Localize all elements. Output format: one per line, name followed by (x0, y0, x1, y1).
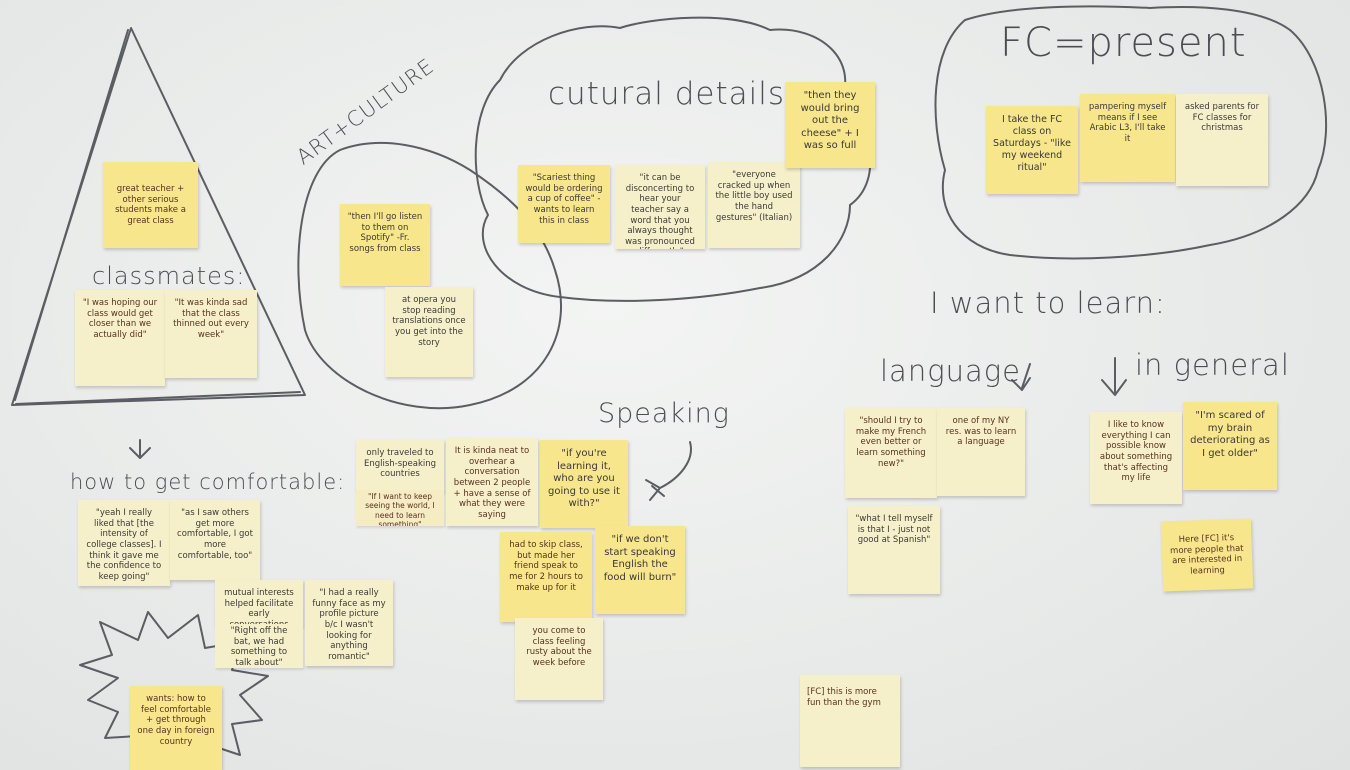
sticky-note: "should I try to make my French even bet… (845, 408, 937, 498)
fc-present-cloud (934, 5, 1328, 260)
sticky-note: you come to class feeling rusty about th… (515, 618, 603, 700)
heading-how-to-get-comfortable: how to get comfortable: (70, 470, 346, 494)
sticky-note: "I was hoping our class would get closer… (75, 290, 165, 386)
sticky-note: "I'm scared of my brain deteriorating as… (1183, 402, 1277, 490)
sticky-note: only traveled to English-speaking countr… (356, 440, 444, 492)
sticky-note: I take the FC class on Saturdays - "like… (986, 106, 1078, 194)
heading-language: language (880, 354, 1022, 388)
heading-cultural-details: cutural details: (548, 76, 797, 112)
classmates-triangle (11, 27, 306, 406)
sticky-note: great teacher + other serious students m… (103, 162, 198, 248)
sticky-note: "if we don't start speaking English the … (595, 526, 685, 614)
heading-i-want-to-learn: I want to learn: (930, 286, 1166, 320)
sticky-note: It is kinda neat to overhear a conversat… (446, 438, 538, 526)
heading-speaking: Speaking (598, 398, 730, 429)
art-culture-loop (297, 141, 563, 410)
sticky-note: "Right off the bat, we had something to … (215, 624, 303, 668)
sticky-note: "if you're learning it, who are you goin… (540, 440, 628, 528)
in-general-arrow (1101, 357, 1127, 396)
speaking-arrow (645, 441, 692, 501)
sticky-note: "If I want to keep seeing the world, I n… (356, 490, 444, 526)
sticky-note: I like to know everything I can possible… (1090, 412, 1182, 504)
sticky-note: one of my NY res. was to learn a languag… (937, 408, 1025, 496)
sticky-note: [FC] this is more fun than the gym (800, 675, 900, 767)
cultural-details-cloud (474, 16, 872, 302)
heading-in-general: in general (1135, 348, 1290, 382)
language-arrow (1011, 363, 1031, 391)
heading-fc-present: FC=present (1000, 20, 1247, 66)
sticky-note: asked parents for FC classes for christm… (1176, 94, 1268, 186)
sticky-note: "then they would bring out the cheese" +… (785, 82, 875, 168)
sticky-note: "yeah I really liked that [the intensity… (78, 500, 170, 586)
sticky-note: "what I tell myself is that I - just not… (848, 506, 940, 594)
heading-classmates: classmates: (92, 262, 246, 290)
sticky-note: "Scariest thing would be ordering a cup … (518, 165, 610, 243)
sticky-note: Here [FC] it's more people that are inte… (1160, 518, 1254, 592)
comfortable-arrow (129, 439, 151, 459)
sticky-note: had to skip class, but made her friend s… (500, 532, 592, 622)
sticky-note: "I had a really funny face as my profile… (305, 580, 393, 666)
sticky-note: "everyone cracked up when the little boy… (708, 162, 800, 248)
sticky-note: "it can be disconcerting to hear your te… (615, 165, 705, 249)
sticky-note: "It was kinda sad that the class thinned… (165, 290, 257, 378)
sticky-note: wants: how to feel comfortable + get thr… (130, 686, 222, 770)
sticky-note: "as I saw others get more comfortable, I… (170, 500, 260, 580)
sticky-note: "then I'll go listen to them on Spotify"… (340, 204, 430, 286)
sticky-note: mutual interests helped facilitate early… (215, 580, 303, 626)
sticky-note: at opera you stop reading translations o… (385, 287, 473, 377)
sticky-note: pampering myself means if I see Arabic L… (1080, 94, 1175, 182)
